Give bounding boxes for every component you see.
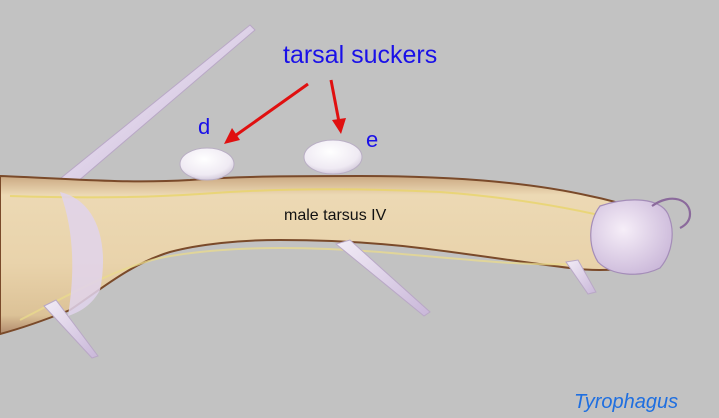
title-label: tarsal suckers xyxy=(283,41,438,69)
arrowhead-e xyxy=(332,118,346,134)
claw xyxy=(651,197,692,229)
arrow-to-e xyxy=(329,79,341,123)
ambulacrum xyxy=(590,199,673,275)
ventral-seta-3 xyxy=(565,259,597,295)
tarsus-body xyxy=(0,174,652,336)
sucker-d xyxy=(179,147,235,181)
ventral-seta-2 xyxy=(334,239,431,317)
arrowhead-d xyxy=(224,128,240,144)
sucker-e xyxy=(303,139,363,175)
sucker-e-label: e xyxy=(366,127,379,152)
basal-segment xyxy=(60,192,104,316)
sucker-d-label: d xyxy=(198,114,211,139)
part-label: male tarsus IV xyxy=(284,207,387,224)
ventral-seta-1 xyxy=(43,299,99,359)
tarsus-inner-line xyxy=(9,188,621,221)
arrow-to-d xyxy=(231,82,309,140)
genus-label: Tyrophagus xyxy=(574,391,679,413)
